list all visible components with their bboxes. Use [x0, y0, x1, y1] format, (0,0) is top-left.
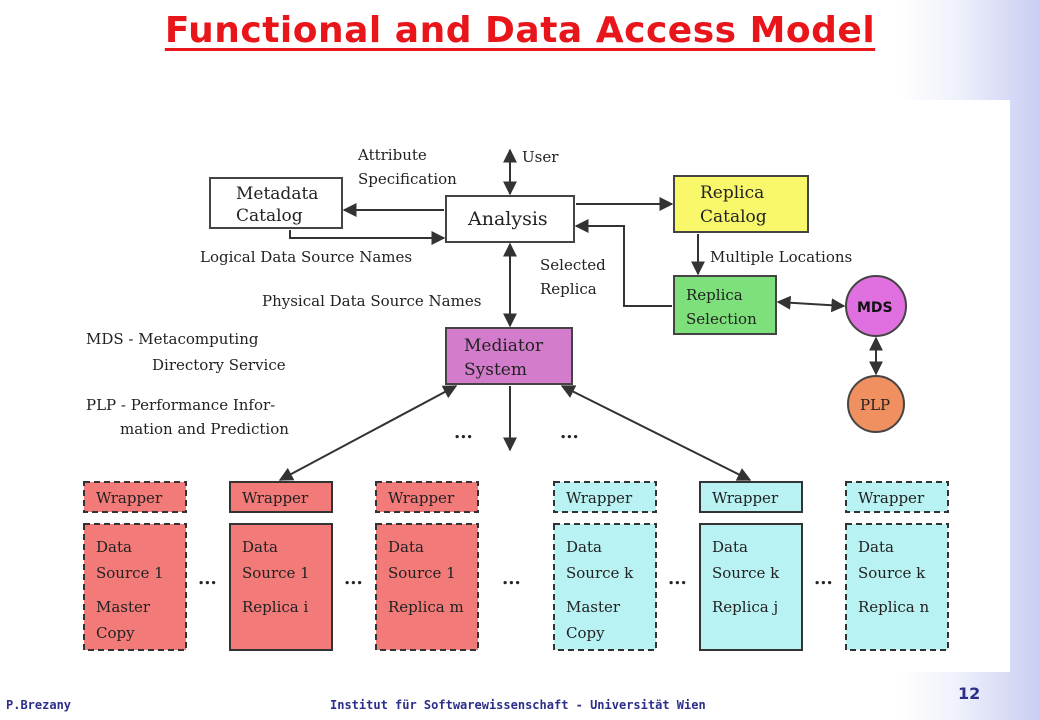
source-gap-ellipsis-5: ... [814, 568, 833, 589]
replica-catalog-line2: Catalog [700, 207, 767, 227]
page-number: 12 [958, 684, 981, 703]
mds-node: MDS [845, 275, 907, 337]
mediator-wrapper-left-connector [278, 385, 458, 481]
source-line-1: Data [858, 538, 894, 556]
selection-mds-connector [776, 295, 846, 313]
user-label: User [522, 148, 559, 166]
analysis-box: Analysis [445, 195, 575, 243]
replica-selection-line2: Selection [686, 310, 757, 328]
legend-mds-line2: Directory Service [152, 356, 286, 374]
logical-names-arrow [289, 230, 446, 245]
source-line-2: Source 1 [96, 564, 164, 582]
source-line-3: Master [96, 598, 151, 616]
source-line-1: Data [388, 538, 424, 556]
metadata-catalog-line2: Catalog [236, 206, 303, 226]
source-gap-ellipsis-1: ... [198, 568, 217, 589]
source-line-2: Source k [566, 564, 634, 582]
plp-node: PLP [847, 375, 905, 433]
source-gap-ellipsis-2: ... [344, 568, 363, 589]
ellipsis-left: ... [454, 422, 473, 443]
data-source-column: Wrapper Data Source 1 Replica m [375, 481, 479, 651]
data-source-column: Wrapper Data Source k Replica j [699, 481, 803, 651]
selected-label: Selected [540, 256, 606, 274]
source-line-3: Replica m [388, 598, 464, 616]
mediator-line1: Mediator [464, 336, 544, 356]
data-source-column: Wrapper Data Source 1 Master Copy [83, 481, 187, 651]
footer-institute: Institut für Softwarewissenschaft - Univ… [330, 698, 706, 712]
physical-names-label: Physical Data Source Names [262, 292, 481, 310]
data-source-column: Wrapper Data Source k Replica n [845, 481, 949, 651]
mediator-wrapper-right-connector [560, 385, 752, 481]
replica-catalog-line1: Replica [700, 183, 764, 203]
source-line-4: Copy [566, 624, 605, 642]
source-gap-ellipsis-4: ... [668, 568, 687, 589]
logical-names-label: Logical Data Source Names [200, 248, 412, 266]
source-line-2: Source k [712, 564, 780, 582]
wrapper-label: Wrapper [566, 489, 633, 507]
source-line-1: Data [96, 538, 132, 556]
replica-catalog-box: Replica Catalog [673, 175, 809, 233]
replica-label: Replica [540, 280, 597, 298]
legend-plp-line2: mation and Prediction [120, 420, 289, 438]
data-source-column: Wrapper Data Source 1 Replica i [229, 481, 333, 651]
legend-mds-line1: MDS - Metacomputing [86, 330, 259, 348]
replica-selection-box: Replica Selection [673, 275, 777, 335]
source-line-3: Replica i [242, 598, 308, 616]
multiple-locations-label: Multiple Locations [710, 248, 852, 266]
selected-replica-arrow [574, 219, 672, 307]
mediator-line2: System [464, 360, 527, 380]
wrapper-label: Wrapper [388, 489, 455, 507]
replica-selection-line1: Replica [686, 286, 743, 304]
analysis-label: Analysis [467, 208, 548, 230]
specification-label: Specification [358, 170, 457, 188]
source-gap-ellipsis-3: ... [502, 568, 521, 589]
mds-label: MDS [857, 300, 893, 316]
footer-author: P.Brezany [6, 698, 72, 712]
plp-label: PLP [860, 396, 890, 414]
source-line-1: Data [242, 538, 278, 556]
metadata-catalog-line1: Metadata [236, 184, 318, 204]
source-line-4: Copy [96, 624, 135, 642]
source-line-2: Source 1 [242, 564, 310, 582]
mediator-system-box: Mediator System [445, 327, 573, 385]
legend-plp-line1: PLP - Performance Infor- [86, 396, 275, 414]
attribute-label: Attribute [357, 146, 427, 164]
source-line-2: Source k [858, 564, 926, 582]
source-line-3: Master [566, 598, 621, 616]
source-line-3: Replica j [712, 598, 778, 616]
source-line-2: Source 1 [388, 564, 456, 582]
wrapper-label: Wrapper [96, 489, 163, 507]
source-line-3: Replica n [858, 598, 929, 616]
wrapper-label: Wrapper [242, 489, 309, 507]
source-line-1: Data [566, 538, 602, 556]
data-source-column: Wrapper Data Source k Master Copy [553, 481, 657, 651]
metadata-catalog-box: Metadata Catalog [209, 177, 343, 229]
wrapper-label: Wrapper [712, 489, 779, 507]
page-title: Functional and Data Access Model [164, 10, 876, 51]
ellipsis-right: ... [560, 422, 579, 443]
source-line-1: Data [712, 538, 748, 556]
wrapper-label: Wrapper [858, 489, 925, 507]
